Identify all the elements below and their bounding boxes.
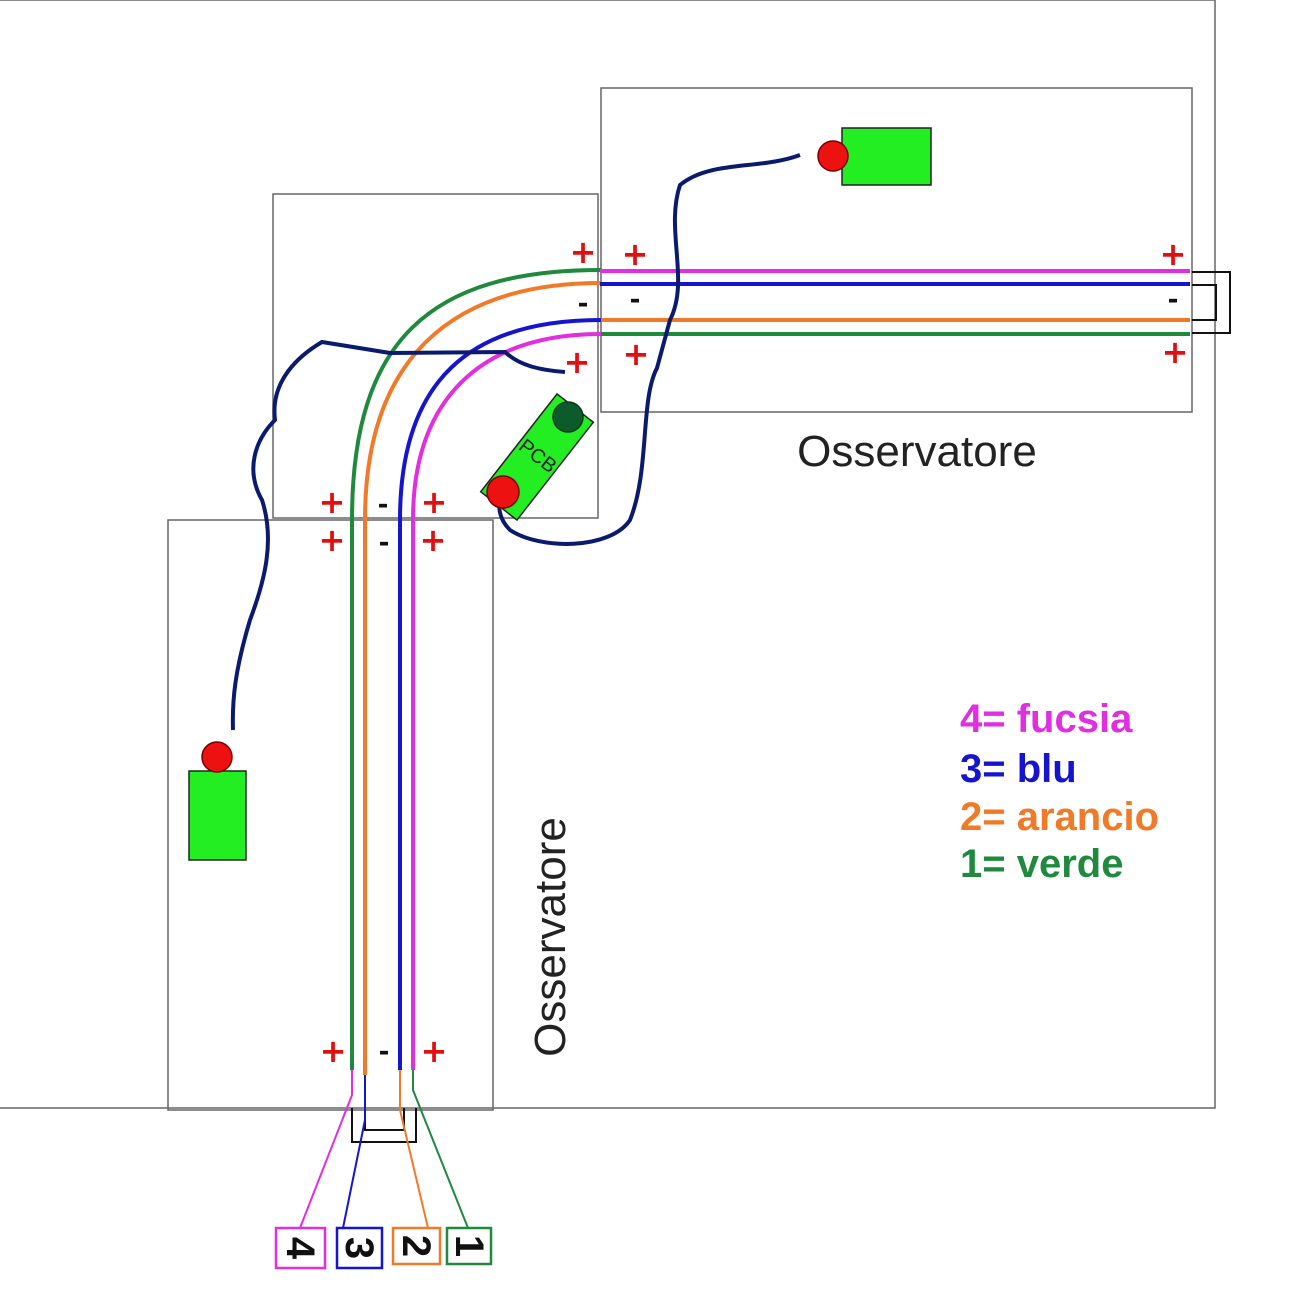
plus-sign: +	[623, 335, 650, 373]
left-module-box	[167, 519, 494, 1111]
plus-sign: +	[319, 483, 346, 521]
observer-label-right: Osservatore	[526, 817, 575, 1057]
terminal-box	[391, 1226, 442, 1266]
terminal-box	[335, 1226, 384, 1270]
terminal-number: 3	[337, 1237, 381, 1259]
wire-verde	[350, 268, 1190, 1070]
terminal-number: 2	[394, 1235, 438, 1257]
terminal-number: 1	[447, 1235, 491, 1257]
cable-top-to-left	[497, 153, 801, 546]
lead-blu	[342, 1075, 366, 1229]
minus-sign: -	[630, 285, 641, 315]
pcb-connector	[486, 475, 520, 509]
bottom-end-cap-outer	[351, 1108, 417, 1143]
bottom-end-cap-inner	[364, 1108, 405, 1131]
plus-sign: +	[1162, 333, 1189, 371]
wire-fucsia	[411, 269, 1190, 1070]
legend-item: 3= blu	[960, 747, 1077, 791]
top-device-connector	[817, 140, 849, 172]
plus-sign: +	[421, 1032, 448, 1070]
top-end-cap-outer	[1192, 271, 1231, 334]
minus-sign: -	[1168, 285, 1179, 315]
terminal-box	[274, 1226, 327, 1270]
minus-sign: -	[578, 289, 589, 319]
pcb-dot	[552, 401, 584, 433]
plus-sign: +	[1160, 235, 1187, 273]
terminal-box	[445, 1226, 493, 1266]
minus-sign: -	[379, 1037, 390, 1067]
plus-sign: +	[570, 233, 597, 271]
corner-module-box	[272, 193, 599, 519]
legend: 4= fucsia 3= blu 2= arancio 1= verde	[960, 697, 1159, 886]
room-outline	[0, 0, 1216, 1109]
plus-sign: +	[319, 521, 346, 559]
terminal-block: 4 3 2 1	[274, 1226, 493, 1270]
left-device	[188, 770, 247, 861]
lead-verde	[412, 1070, 469, 1229]
top-end-cap-inner	[1192, 284, 1217, 321]
top-module-box	[600, 87, 1193, 413]
plus-sign: +	[564, 343, 591, 381]
top-device	[841, 127, 932, 186]
legend-item: 2= arancio	[960, 795, 1159, 839]
left-device-connector	[201, 741, 233, 773]
wire-arancio	[363, 281, 1190, 1075]
terminal-number: 4	[278, 1237, 322, 1260]
plus-sign: +	[622, 235, 649, 273]
plus-sign: +	[320, 1032, 347, 1070]
lead-arancio	[399, 1070, 429, 1229]
minus-sign: -	[379, 528, 390, 558]
plus-sign: +	[420, 521, 447, 559]
legend-item: 4= fucsia	[960, 697, 1133, 741]
minus-sign: -	[378, 490, 389, 520]
observer-label-top: Osservatore	[797, 427, 1037, 476]
lead-fucsia	[299, 1070, 353, 1229]
wire-blu	[398, 282, 1190, 1070]
cable-corner-left	[230, 339, 566, 731]
legend-item: 1= verde	[960, 842, 1123, 886]
plus-sign: +	[421, 483, 448, 521]
